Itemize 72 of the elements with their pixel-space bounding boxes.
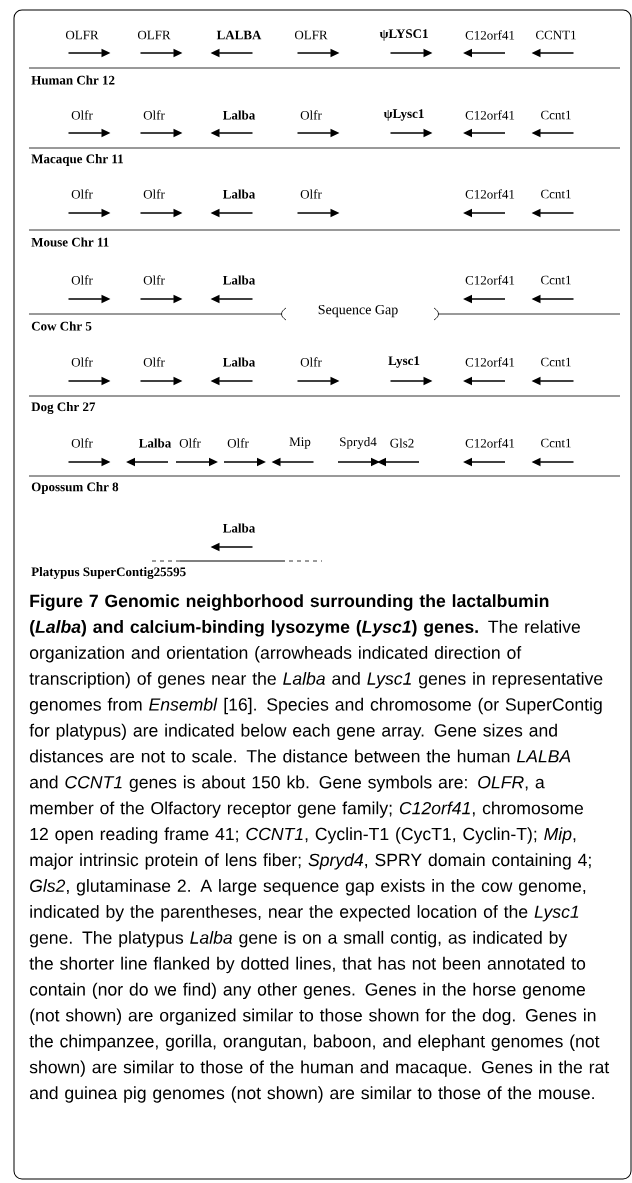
gene-label: Olfr bbox=[71, 275, 93, 285]
gene-label: Lysc1 bbox=[388, 356, 420, 368]
species-label: Platypus SuperContig25595 bbox=[31, 567, 186, 579]
species-label: Human Chr 12 bbox=[31, 75, 115, 85]
species-label: Opossum Chr 8 bbox=[31, 482, 119, 494]
gene-label: Lalba bbox=[222, 110, 256, 120]
caption: genomes from Ensembl [16]. Species and chromosome (or SuperContig bbox=[29, 697, 602, 715]
gene-label: CCNT1 bbox=[535, 30, 576, 40]
gene-label: Olfr bbox=[143, 189, 165, 199]
gene-label: OLFR bbox=[294, 30, 328, 40]
gene-label: Olfr bbox=[143, 275, 165, 285]
gene-label: Lalba bbox=[222, 275, 256, 285]
caption: The relative bbox=[488, 620, 580, 634]
diagram-title: (Lalba) and calcium-binding lysozyme (Lysc1) genes. bbox=[30, 620, 478, 637]
caption: and guinea pig genomes (not shown) are similar to those of the mouse. bbox=[29, 1086, 594, 1103]
gene-label: Olfr bbox=[71, 357, 93, 367]
gene-label: Olfr bbox=[143, 357, 165, 367]
species-label: Cow Chr 5 bbox=[31, 321, 92, 331]
caption: organization and orientation (arrowheads indicated direction of bbox=[29, 646, 522, 663]
species-label: Mouse Chr 11 bbox=[31, 237, 109, 247]
gene-label: Olfr bbox=[143, 110, 165, 120]
gene-label: C12orf41 bbox=[465, 275, 515, 285]
gene-label: LALBA bbox=[216, 30, 262, 40]
caption: the chimpanzee, gorilla, orangutan, baboon, and elephant genomes (not bbox=[29, 1034, 600, 1051]
gene-label: C12orf41 bbox=[465, 189, 515, 199]
caption: transcription) of genes near the Lalba and Lysc1 genes in representative bbox=[29, 671, 603, 689]
caption: shown) are similar to those of the human and macaque. Genes in the rat bbox=[29, 1060, 610, 1077]
caption: indicated by the parentheses, near the expected location of the Lysc1 bbox=[30, 905, 579, 922]
gene-label: Olfr bbox=[71, 189, 93, 199]
caption: major intrinsic protein of lens fiber; Spryd4, SPRY domain containing 4; bbox=[30, 853, 591, 870]
gene-label: OLFR bbox=[137, 30, 171, 40]
gene-label: Ccnt1 bbox=[541, 110, 571, 120]
gene-label: Olfr bbox=[300, 357, 322, 367]
gene-label: ψLysc1 bbox=[383, 109, 424, 121]
gene-label: Olfr bbox=[227, 438, 249, 448]
caption: member of the Olfactory receptor gene family; C12orf41, chromosome bbox=[30, 801, 584, 818]
gene-label: Ccnt1 bbox=[541, 189, 571, 199]
gene-label: OLFR bbox=[65, 30, 99, 40]
species-label: Dog Chr 27 bbox=[31, 402, 96, 414]
caption: and CCNT1 genes is about 150 kb. Gene symbols are: OLFR, a bbox=[29, 775, 545, 792]
gene-label: Spryd4 bbox=[340, 437, 377, 449]
gap-label: Sequence Gap bbox=[318, 304, 398, 318]
figure-caption: Figure 7 Genomic neighborhood surrounding the lactalbumin (Lalba) and calcium-binding lysozyme (Lysc1) genes. The relative organization and orientation (arrowheads indicated direction of transcription) of genes near the Lalba and Lysc1 genes in representative genomes from Ensembl [16]. Species and chromosome (or SuperContig for platypus) are indicated below each gene array. Gene sizes and distances are not to scale. The distance between the human LALBA and CCNT1 genes is about 150 kb. Gene symbols are: OLFR, a member of the Olfactory receptor gene family; C12orf41, chromosome 12 open reading frame 41; CCNT1, Cyclin-T1 (CycT1, Cyclin-T); Mip, major intrinsic protein of lens fiber; Spryd4, SPRY domain containing 4; Gls2, glutaminase 2. A large sequence gap exists in the cow genome, indicated by the parentheses, near the expected location of the Lysc1 gene. The platypus Lalba gene is on a small contig, as indicated by the shorter line flanked by dotted lines, that has not been annotated to contain (nor do we find) any other genes. Genes in the horse genome (not shown) are organized similar to those shown for the dog. Genes in the chimpanzee, gorilla, orangutan, baboon, and elephant genomes (not shown) are similar to those of the human and macaque. Genes in the rat and guinea pig genomes (not shown) are similar to those of the mouse. bbox=[29, 594, 610, 1103]
gene-label: Olfr bbox=[300, 110, 322, 120]
diagram-title: Figure 7 Genomic neighborhood surrounding the lactalbumin bbox=[30, 594, 549, 611]
gene-label: C12orf41 bbox=[465, 110, 515, 120]
caption: (not shown) are organized similar to those shown for the dog. Genes in bbox=[30, 1008, 596, 1026]
caption: the shorter line flanked by dotted lines, that has not been annotated to bbox=[29, 956, 586, 974]
gene-label: Ccnt1 bbox=[541, 357, 571, 367]
gene-label: Lalba bbox=[138, 438, 172, 448]
gene-label: Olfr bbox=[179, 438, 201, 448]
gene-label: Lalba bbox=[222, 357, 256, 367]
species-label: Macaque Chr 11 bbox=[31, 154, 123, 166]
gene-label: ψLYSC1 bbox=[379, 29, 428, 41]
caption: distances are not to scale. The distance between the human LALBA bbox=[29, 749, 571, 763]
gene-label: Gls2 bbox=[390, 438, 414, 448]
gene-label: Olfr bbox=[300, 189, 322, 199]
gene-label: Ccnt1 bbox=[541, 275, 571, 285]
gene-label: C12orf41 bbox=[465, 30, 515, 40]
gene-label: C12orf41 bbox=[465, 438, 515, 448]
gene-label: Olfr bbox=[71, 438, 93, 448]
gene-label: Mip bbox=[289, 437, 311, 449]
gene-label: C12orf41 bbox=[465, 357, 515, 367]
caption: 12 open reading frame 41; CCNT1, Cyclin-T1 (CycT1, Cyclin-T); Mip, bbox=[30, 827, 576, 844]
caption: gene. The platypus Lalba gene is on a small contig, as indicated by bbox=[29, 930, 568, 948]
caption: Gls2, glutaminase 2. A large sequence gap exists in the cow genome, bbox=[30, 879, 586, 896]
gene-label: Lalba bbox=[222, 189, 256, 199]
gene-label: Olfr bbox=[71, 110, 93, 120]
caption: for platypus) are indicated below each gene array. Gene sizes and bbox=[29, 723, 557, 741]
gene-label: Ccnt1 bbox=[541, 438, 571, 448]
gene-label: Lalba bbox=[222, 523, 256, 533]
caption: contain (nor do we find) any other genes. Genes in the horse genome bbox=[29, 982, 585, 1000]
